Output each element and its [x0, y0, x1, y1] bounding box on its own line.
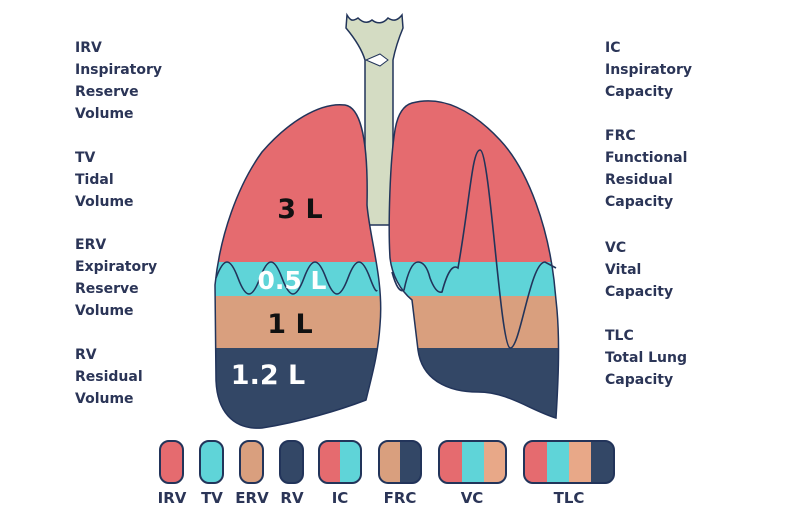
- label-abbr: FRC: [605, 128, 636, 144]
- label-abbr: TV: [75, 150, 96, 166]
- label-abbr: IC: [605, 40, 621, 56]
- label-ic: IC Inspiratory Capacity: [605, 37, 692, 103]
- label-line: Residual: [605, 172, 673, 188]
- legend-label-frc: FRC: [383, 489, 417, 507]
- label-abbr: IRV: [75, 40, 102, 56]
- legend-label-rv: RV: [280, 489, 304, 507]
- legend-swatch-irv: [159, 440, 184, 484]
- label-line: Capacity: [605, 84, 674, 100]
- label-rv: RV Residual Volume: [75, 344, 143, 410]
- larynx: [364, 53, 389, 67]
- label-abbr: VC: [605, 240, 627, 256]
- legend-swatch-frc: [379, 441, 421, 483]
- right-lung: [389, 100, 559, 418]
- volume-rv: 1.2 L: [231, 360, 305, 391]
- legend-swatch-rv: [279, 440, 304, 484]
- legend-label-tlc: TLC: [553, 489, 585, 507]
- label-line: Vital: [605, 262, 642, 278]
- label-abbr: TLC: [605, 328, 634, 344]
- legend-label-erv: ERV: [235, 489, 269, 507]
- label-abbr: ERV: [75, 237, 107, 253]
- label-line: Expiratory: [75, 259, 158, 275]
- label-line: Inspiratory: [605, 62, 693, 78]
- label-line: Functional: [605, 150, 688, 166]
- legend-label-vc: VC: [460, 489, 484, 507]
- label-abbr: RV: [75, 347, 97, 363]
- legend-label-irv: IRV: [157, 489, 187, 507]
- legend-swatch-erv: [239, 440, 264, 484]
- label-erv: ERV Expiratory Reserve Volume: [75, 234, 157, 322]
- legend-swatch-ic: [319, 441, 361, 483]
- label-vc: VC Vital Capacity: [605, 237, 673, 303]
- spirometry-wave-right: [391, 149, 557, 349]
- label-tlc: TLC Total Lung Capacity: [605, 325, 687, 391]
- label-tv: TV Tidal Volume: [75, 147, 134, 213]
- label-line: Reserve: [75, 84, 139, 100]
- legend-swatch-tlc: [524, 441, 614, 483]
- label-line: Volume: [75, 194, 134, 210]
- volume-erv: 1 L: [267, 309, 312, 340]
- volume-irv: 3 L: [277, 194, 322, 225]
- legend-label-ic: IC: [331, 489, 349, 507]
- label-line: Capacity: [605, 372, 674, 388]
- label-line: Inspiratory: [75, 62, 163, 78]
- label-line: Tidal: [75, 172, 114, 188]
- label-line: Volume: [75, 391, 134, 407]
- label-irv: IRV Inspiratory Reserve Volume: [75, 37, 162, 125]
- label-line: Capacity: [605, 194, 674, 210]
- label-line: Residual: [75, 369, 143, 385]
- label-line: Reserve: [75, 281, 139, 297]
- label-line: Volume: [75, 303, 134, 319]
- legend-swatch-tv: [199, 440, 224, 484]
- legend: [159, 440, 304, 484]
- label-line: Volume: [75, 106, 134, 122]
- label-frc: FRC Functional Residual Capacity: [605, 125, 687, 213]
- label-line: Total Lung: [605, 350, 687, 366]
- volume-tv: 0.5 L: [258, 266, 327, 295]
- tidal-wave-left: [215, 261, 378, 295]
- legend-swatch-vc: [439, 441, 506, 483]
- legend-label-tv: TV: [201, 489, 223, 507]
- label-line: Capacity: [605, 284, 674, 300]
